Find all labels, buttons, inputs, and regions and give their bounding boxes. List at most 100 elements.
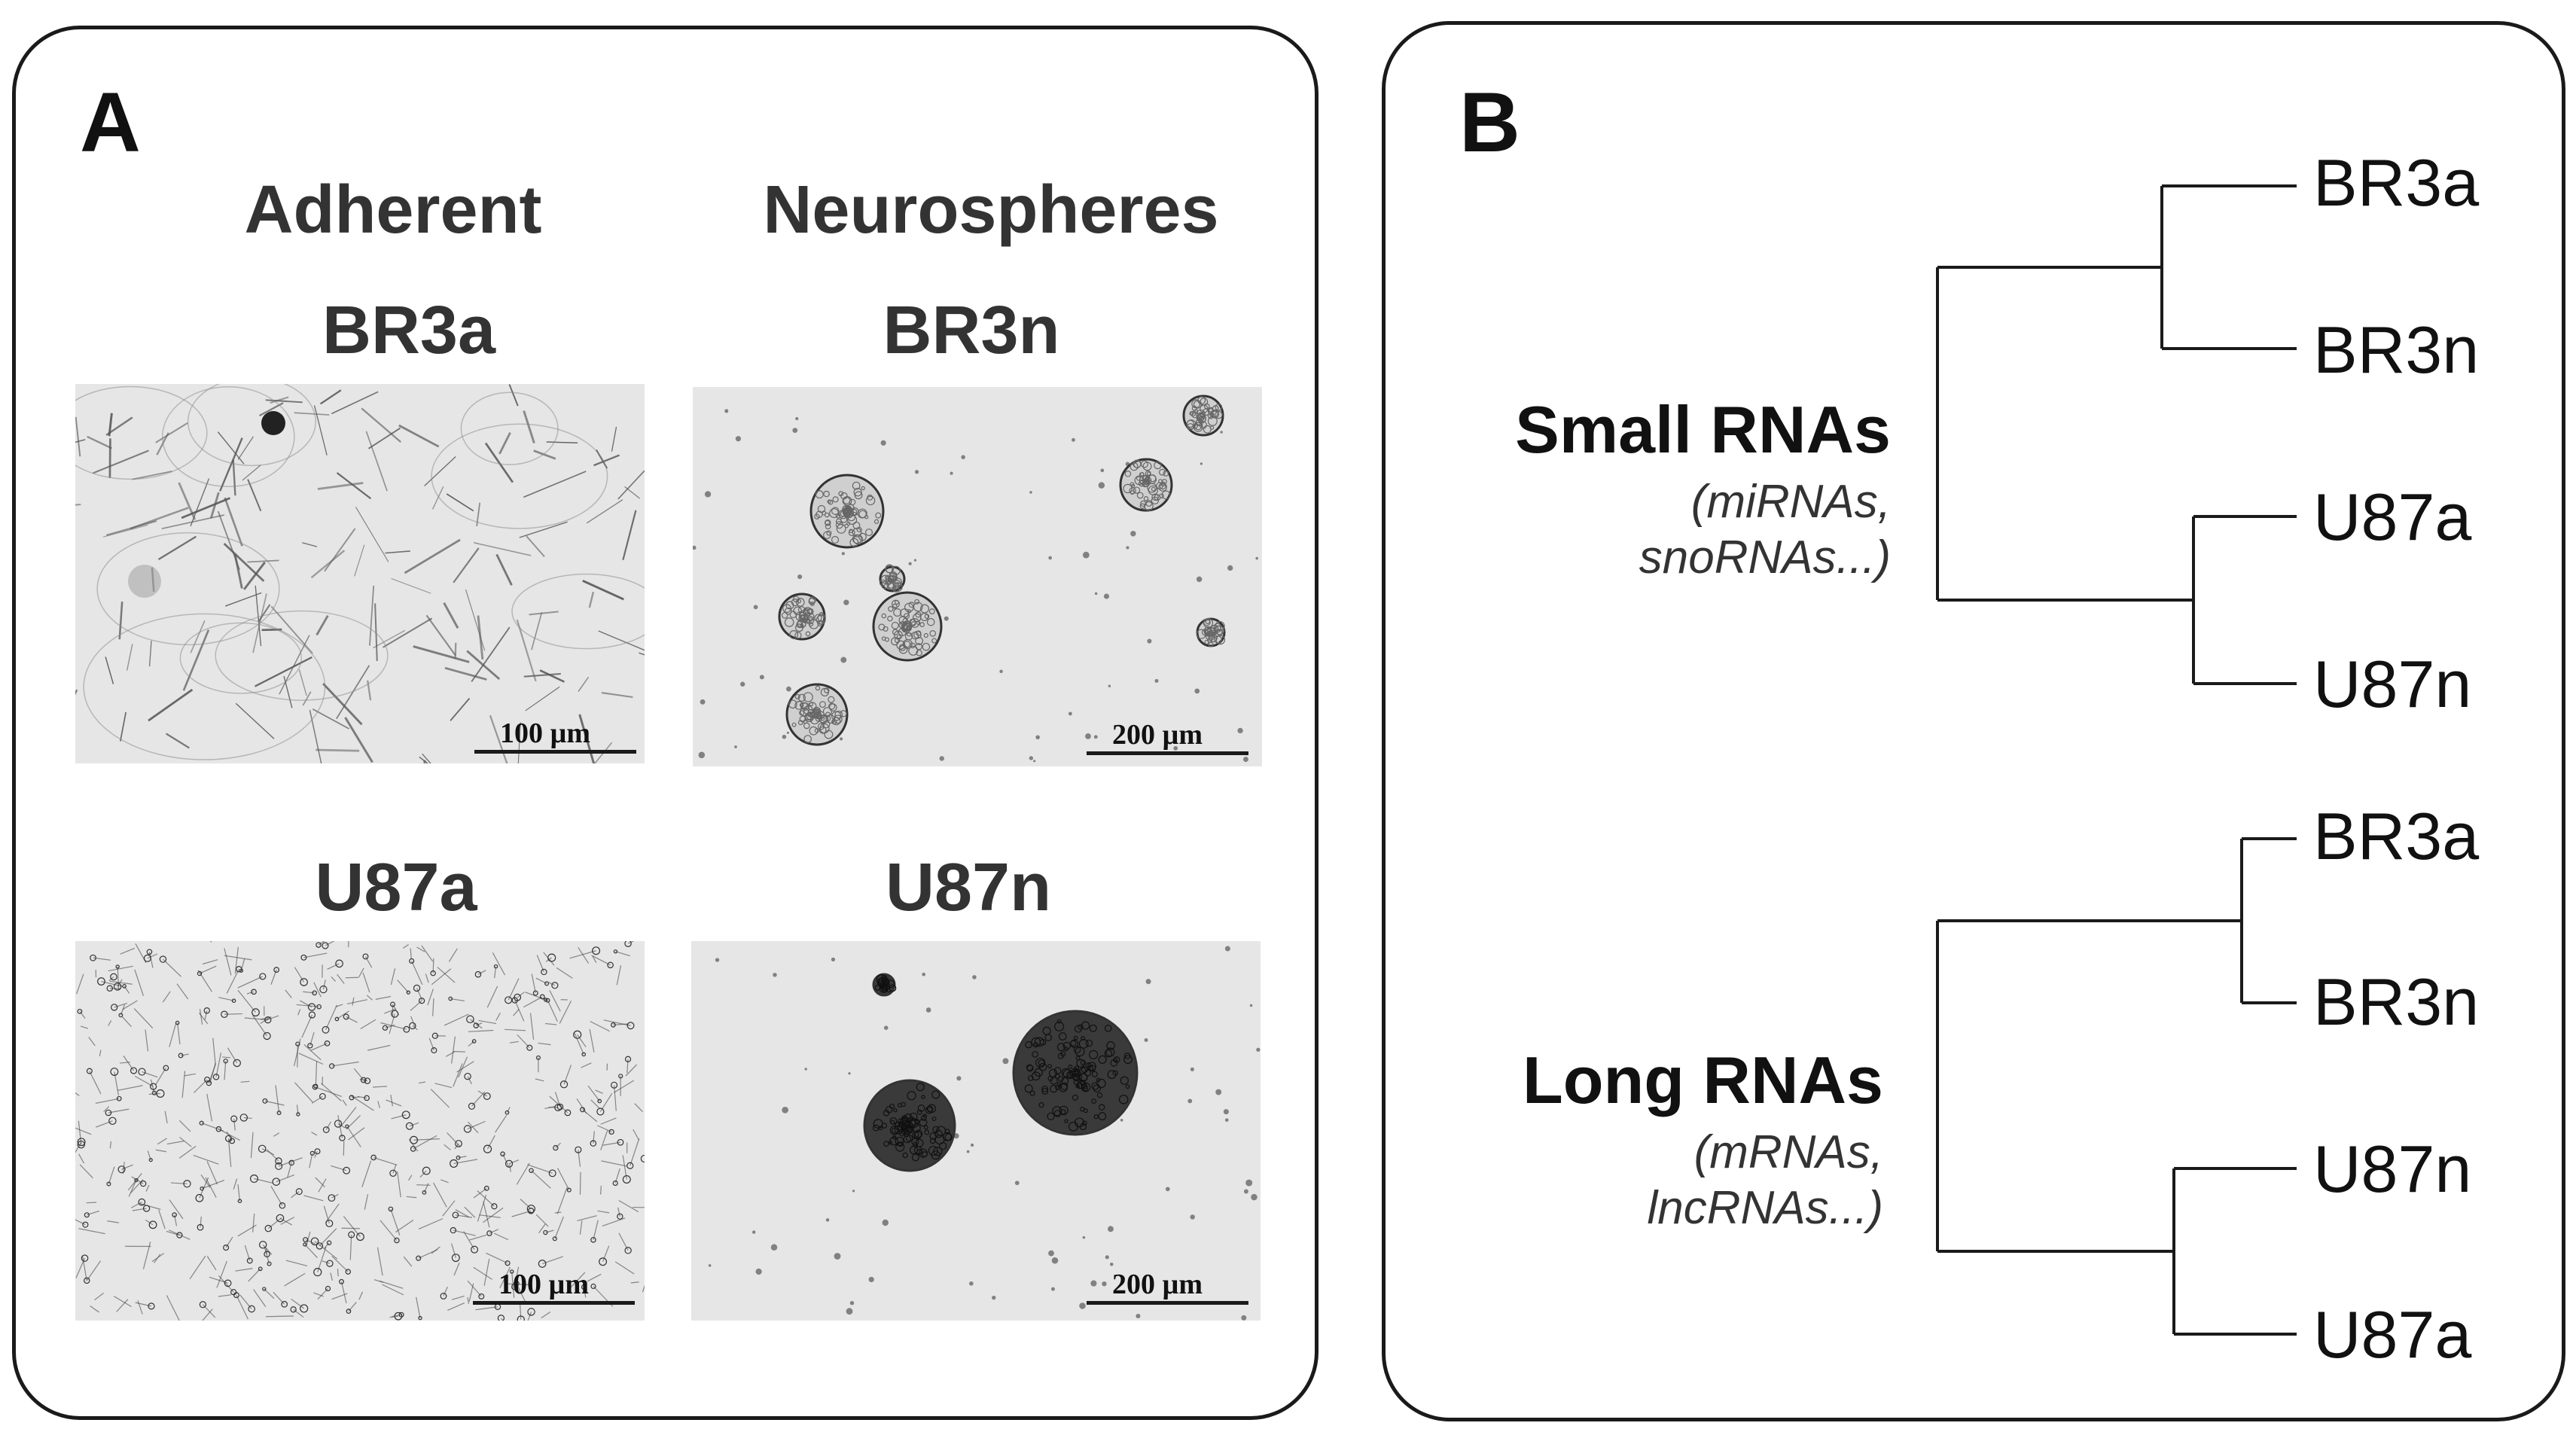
cell-body xyxy=(258,1266,263,1272)
sphere-cell xyxy=(1081,1021,1090,1030)
cell-body xyxy=(239,1114,248,1122)
cell-process xyxy=(516,619,537,682)
cell-process xyxy=(408,1138,419,1152)
sphere-cell xyxy=(907,1091,916,1101)
cell-body xyxy=(118,1013,123,1018)
cell-body xyxy=(483,1185,489,1191)
sphere-cell xyxy=(852,527,862,538)
cell-body xyxy=(362,953,369,960)
sphere-cell xyxy=(789,630,799,639)
sphere-cell xyxy=(809,726,819,736)
sphere-cell xyxy=(915,636,924,645)
sphere-cell xyxy=(784,617,794,627)
debris-spot xyxy=(1102,1281,1107,1287)
cell-process xyxy=(403,1256,413,1267)
sphere-cell xyxy=(915,611,922,618)
micrograph-br3a-image xyxy=(75,384,645,763)
cell-process xyxy=(559,1001,572,1024)
cell-body xyxy=(422,1190,427,1195)
cell-process xyxy=(483,1258,490,1286)
cell-process xyxy=(364,956,373,968)
cell-body xyxy=(590,1283,596,1290)
sphere-cell xyxy=(944,1129,950,1135)
sphere-cell xyxy=(1057,1053,1064,1059)
cell-process xyxy=(126,644,133,671)
cell-process xyxy=(583,1287,587,1298)
cell-process xyxy=(87,435,112,449)
cell-process xyxy=(294,1082,313,1103)
cell-body xyxy=(252,1008,260,1017)
cell-process xyxy=(509,1040,519,1043)
cell-process xyxy=(498,432,511,455)
cell-process xyxy=(312,708,350,730)
debris-spot xyxy=(770,1244,778,1251)
sphere-cell xyxy=(815,685,821,691)
cell-body xyxy=(450,1159,459,1168)
cell-process xyxy=(617,470,645,500)
sphere-cell xyxy=(819,714,829,724)
cell-process xyxy=(237,1184,241,1202)
cell-process xyxy=(478,1019,497,1025)
cell-body xyxy=(148,1158,153,1162)
cell-label-br3n: BR3n xyxy=(883,293,1060,368)
cell-process xyxy=(303,1044,322,1061)
cell-process xyxy=(242,465,261,481)
cell-process xyxy=(342,1099,347,1106)
cell-process xyxy=(351,1096,360,1098)
debris-spot xyxy=(786,731,789,734)
sphere-cell xyxy=(1193,400,1203,409)
cell-body xyxy=(419,998,425,1004)
cell-process xyxy=(194,1079,208,1093)
cell-process xyxy=(255,585,262,647)
sphere-cell xyxy=(1031,1071,1041,1081)
cell-process xyxy=(484,442,514,483)
sphere-cell xyxy=(933,1147,943,1156)
cell-process xyxy=(373,1156,398,1166)
cell-process xyxy=(315,1177,325,1188)
cell-body xyxy=(409,1022,416,1030)
debris-spot xyxy=(908,562,912,565)
cell-process xyxy=(535,1214,549,1227)
cell-body xyxy=(382,1025,389,1031)
cell-process xyxy=(200,1175,211,1188)
cell-body xyxy=(300,954,307,961)
cell-body xyxy=(626,1022,635,1030)
sphere-cell xyxy=(1144,477,1152,485)
sphere-cell xyxy=(840,516,848,523)
cell-body xyxy=(300,978,308,986)
cell-process xyxy=(444,1013,469,1026)
debris-spot xyxy=(1108,1226,1114,1232)
cell-process xyxy=(591,955,611,966)
cell-process xyxy=(291,1191,300,1199)
cell-process xyxy=(162,991,171,1003)
cell-body xyxy=(309,1150,315,1156)
sphere-cell xyxy=(883,1141,889,1147)
cell-body xyxy=(316,1004,322,1010)
sphere-cell xyxy=(1161,490,1171,500)
cell-process xyxy=(390,1208,401,1235)
cell-process xyxy=(508,384,519,407)
cell-process xyxy=(538,1042,551,1046)
cell-process xyxy=(543,952,555,966)
cell-body xyxy=(221,1010,228,1019)
cell-process xyxy=(331,1193,339,1199)
cell-process xyxy=(325,1203,340,1223)
cell-body xyxy=(517,1315,525,1321)
debris-spot xyxy=(883,1025,889,1030)
cell-process xyxy=(529,611,559,616)
debris-spot xyxy=(1051,1257,1059,1264)
cell-process xyxy=(597,1210,610,1214)
cell-body xyxy=(223,1245,230,1251)
cell-process xyxy=(80,1025,89,1029)
sphere-cell xyxy=(793,606,803,616)
cell-body xyxy=(580,1107,585,1113)
sphere-cell xyxy=(896,640,906,650)
cell-process xyxy=(448,948,458,962)
cell-process xyxy=(486,1252,508,1264)
debris-spot xyxy=(1223,1109,1229,1115)
cell-process xyxy=(446,493,474,512)
sphere-cell xyxy=(1193,409,1199,414)
group-subtitle-long-2: lncRNAs...) xyxy=(1647,1182,1883,1234)
cell-process xyxy=(294,967,305,983)
cell-body xyxy=(239,968,244,973)
